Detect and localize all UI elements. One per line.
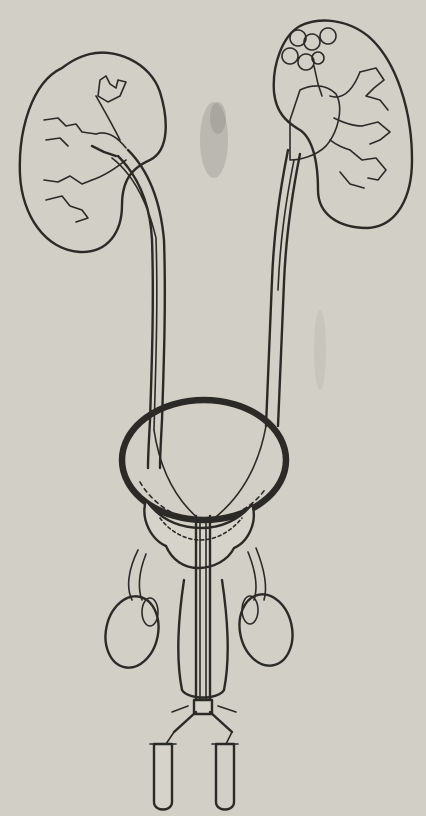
right-kidney-calyces bbox=[44, 76, 126, 222]
right-kidney bbox=[20, 53, 166, 252]
left-kidney-calyces bbox=[330, 68, 390, 188]
paper-stains bbox=[200, 102, 326, 390]
right-testis bbox=[99, 591, 165, 672]
left-testis bbox=[233, 589, 299, 670]
collection-tube-left bbox=[150, 744, 176, 810]
collection-tube-right bbox=[212, 744, 238, 810]
left-kidney-cysts bbox=[282, 28, 336, 96]
left-kidney bbox=[274, 21, 412, 228]
left-ureter bbox=[266, 150, 300, 426]
